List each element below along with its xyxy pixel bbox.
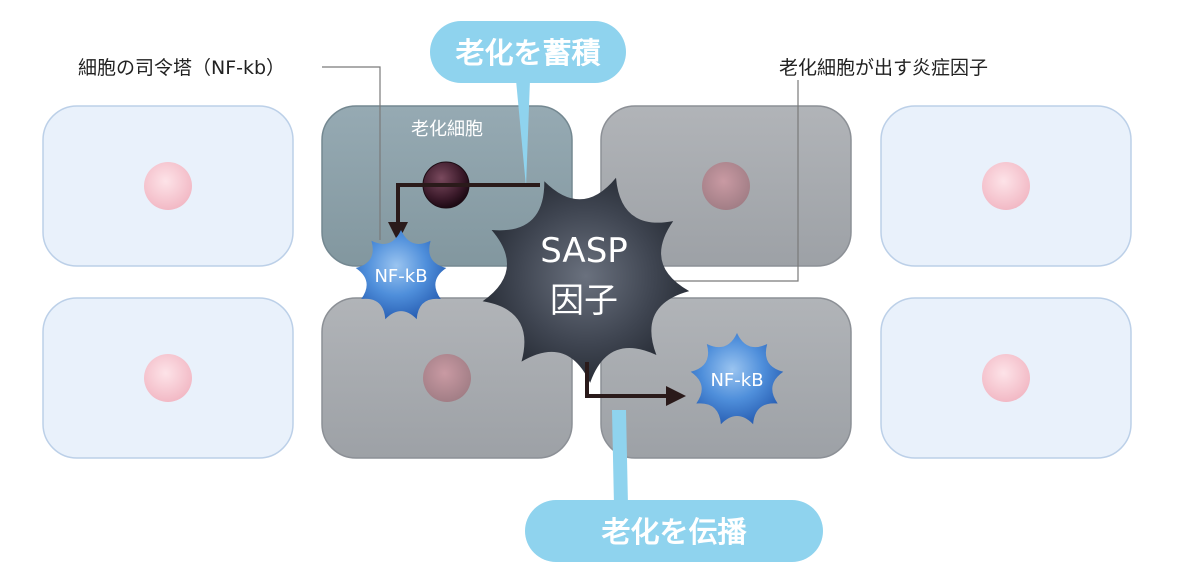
- pill-accumulate: 老化を蓄積: [430, 21, 626, 83]
- healthy-cell-top-left: [42, 105, 294, 267]
- pill-accumulate-label: 老化を蓄積: [455, 36, 600, 70]
- nucleus-healthy: [982, 354, 1030, 402]
- nucleus-affected: [702, 162, 750, 210]
- pill-propagate-label: 老化を伝播: [601, 515, 747, 549]
- nucleus-healthy: [982, 162, 1030, 210]
- healthy-cell-top-right: [880, 105, 1132, 267]
- sasp-factor-body: [482, 177, 690, 383]
- affected-cell-bottom-left: [321, 297, 573, 459]
- nucleus-healthy: [144, 354, 192, 402]
- nfkb-upper-body: [355, 230, 447, 320]
- label-senescent-cell: 老化細胞: [411, 119, 483, 140]
- pill-propagate: 老化を伝播: [525, 500, 823, 562]
- nucleus-affected: [423, 354, 471, 402]
- nfkb-lower-body: [690, 333, 784, 425]
- leader-line-sasp: [666, 80, 799, 282]
- healthy-cell-bottom-right: [880, 297, 1132, 459]
- label-nfkb-role: 細胞の司令塔（NF-kb）: [78, 57, 285, 79]
- nfkb-lower-label: NF-kB: [710, 370, 763, 391]
- arrow-head-right: [666, 386, 686, 406]
- label-sasp-role: 老化細胞が出す炎症因子: [779, 57, 988, 79]
- leader-line-nfkb: [322, 66, 381, 240]
- pill-pointer-accumulate: [516, 80, 530, 187]
- sasp-label-line2: 因子: [550, 281, 618, 321]
- arrow-to-nfkb: [396, 183, 540, 224]
- nfkb-upper-label: NF-kB: [374, 266, 427, 287]
- sasp-label-line1: SASP: [540, 231, 628, 271]
- healthy-cell-bottom-left: [42, 297, 294, 459]
- pill-pointer-propagate: [612, 410, 628, 506]
- arrow-to-nfkb-lower: [585, 362, 668, 398]
- nucleus-healthy: [144, 162, 192, 210]
- arrow-head-down: [388, 222, 408, 242]
